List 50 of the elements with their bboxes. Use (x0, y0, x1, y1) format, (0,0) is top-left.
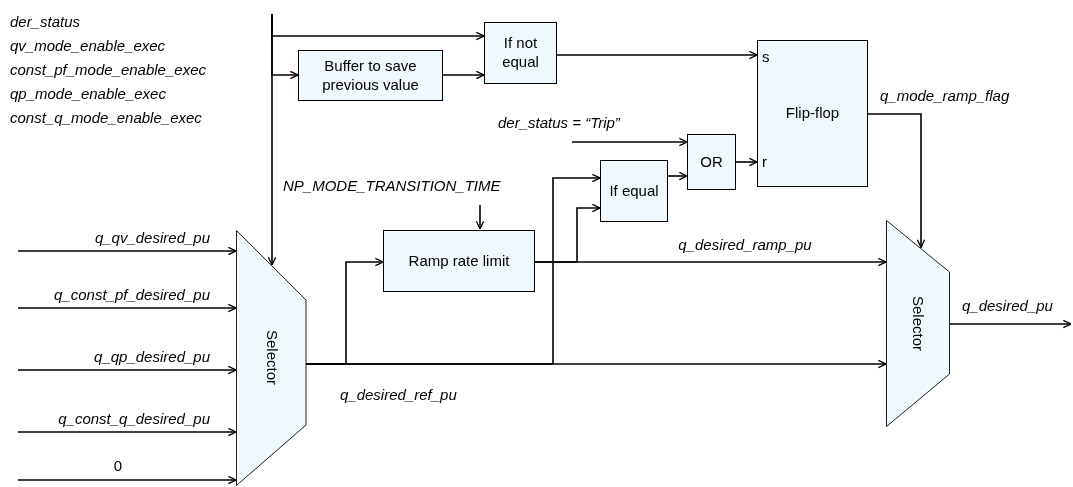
arrow (534, 257, 887, 267)
block-label: OR (699, 152, 724, 172)
signal-label: q_qv_desired_pu (94, 230, 210, 245)
signal-label: q_const_pf_desired_pu (54, 287, 210, 302)
signal-label: der_status (10, 12, 82, 31)
process-box (484, 22, 557, 84)
signal-label: q_desired_pu (962, 298, 1053, 313)
arrow (735, 157, 758, 167)
block-label: Flip-flop (785, 104, 840, 123)
block-label: If not equal (501, 34, 540, 72)
process-box (687, 134, 736, 190)
signal-label: q_mode_ramp_flag (880, 88, 1010, 103)
arrow (571, 137, 688, 147)
block-label: Selector (910, 296, 926, 351)
signal-label: q_qp_desired_pu (94, 349, 210, 364)
signal-label: q_desired_ramp_pu (678, 237, 812, 252)
arrow (17, 427, 237, 437)
arrow (667, 171, 688, 181)
signal-label: qv_mode_enable_exec (10, 36, 167, 55)
signal-label: q_const_q_desired_pu (58, 411, 210, 426)
process-box (600, 160, 668, 222)
arrow (17, 303, 237, 313)
process-box (383, 230, 535, 292)
arrow (17, 246, 237, 256)
arrow (17, 475, 237, 485)
process-box (298, 50, 443, 101)
signal-label: der_status = “Trip” (498, 115, 620, 130)
block-label: If equal (608, 181, 660, 201)
signal-label: NP_MODE_TRANSITION_TIME (283, 178, 501, 193)
selector-trapezoid (236, 230, 308, 486)
arrow (17, 365, 237, 375)
block-label: Selector (264, 330, 280, 386)
arrow (867, 113, 926, 249)
signal-label: const_q_mode_enable_exec (10, 108, 203, 127)
arrow (442, 70, 485, 80)
arrow (271, 13, 299, 80)
block-label: Ramp rate limit (407, 251, 511, 271)
arrow (305, 359, 887, 369)
process-box (757, 40, 868, 187)
block-label: Buffer to save previous value (321, 56, 420, 95)
arrow (556, 50, 758, 60)
signal-label: 0 (113, 458, 123, 473)
signal-label: qp_mode_enable_exec (10, 84, 167, 103)
arrow (949, 319, 1072, 329)
signal-label: const_pf_mode_enable_exec (10, 60, 206, 79)
port-label: r (762, 153, 767, 172)
selector-trapezoid (886, 220, 950, 427)
signal-label: q_desired_ref_pu (340, 387, 457, 402)
port-label: s (762, 48, 770, 67)
arrow (475, 204, 485, 230)
